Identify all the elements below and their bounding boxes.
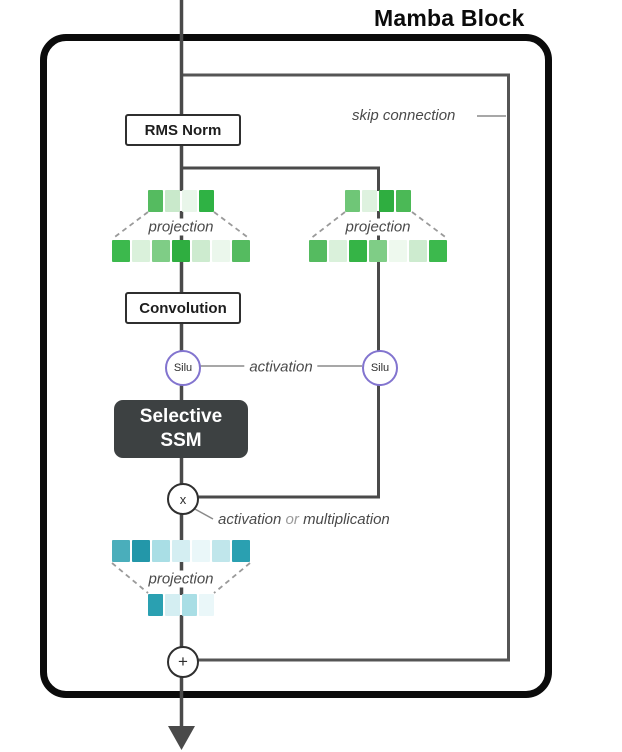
tensor-cell [345,190,360,212]
tensor-cell [152,240,170,262]
tensor-cell [212,540,230,562]
tensor-output-wide [112,540,250,562]
tensor-cell [192,540,210,562]
tensor-cell [389,240,407,262]
gate-label-multiplication: multiplication [303,511,390,528]
skip-connection-label: skip connection [352,107,456,124]
tensor-cell [232,540,250,562]
tensor-right-small [345,190,411,212]
tensor-cell [409,240,427,262]
convolution-box: Convolution [125,292,241,324]
tensor-cell [309,240,327,262]
diagram-title: Mamba Block [374,5,525,31]
gate-label-activation: activation [218,511,282,528]
silu-left-node: Silu [165,350,201,386]
activation-label: activation [244,358,318,376]
tensor-cell [379,190,394,212]
tensor-cell [362,190,377,212]
tensor-left-wide [112,240,250,262]
multiply-node: x [167,483,199,515]
tensor-cell [369,240,387,262]
output-arrow-icon [168,726,195,750]
tensor-cell [212,240,230,262]
tensor-cell [182,594,197,616]
selective-ssm-label-line2: SSM [160,430,202,451]
gate-label: activation or multiplication [218,511,390,528]
add-node: + [167,646,199,678]
tensor-cell [192,240,210,262]
tensor-output-small [148,594,214,616]
tensor-cell [132,240,150,262]
rms-norm-box: RMS Norm [125,114,241,146]
tensor-left-small [148,190,214,212]
tensor-cell [172,540,190,562]
tensor-cell [199,190,214,212]
tensor-cell [182,190,197,212]
tensor-cell [199,594,214,616]
tensor-cell [148,594,163,616]
silu-right-node: Silu [362,350,398,386]
tensor-cell [148,190,163,212]
tensor-cell [349,240,367,262]
selective-ssm-label-line1: Selective [139,406,223,428]
projection-right-label: projection [340,218,416,236]
gate-label-or: or [285,511,299,528]
projection-output-label: projection [143,570,219,588]
projection-left-label: projection [143,218,219,236]
tensor-cell [112,240,130,262]
mamba-block-outline [40,34,552,698]
tensor-cell [172,240,190,262]
tensor-cell [152,540,170,562]
tensor-cell [165,190,180,212]
selective-ssm-box: Selective SSM [114,400,248,458]
tensor-cell [429,240,447,262]
tensor-cell [329,240,347,262]
tensor-cell [165,594,180,616]
tensor-cell [112,540,130,562]
tensor-cell [232,240,250,262]
tensor-cell [132,540,150,562]
tensor-right-wide [309,240,447,262]
tensor-cell [396,190,411,212]
